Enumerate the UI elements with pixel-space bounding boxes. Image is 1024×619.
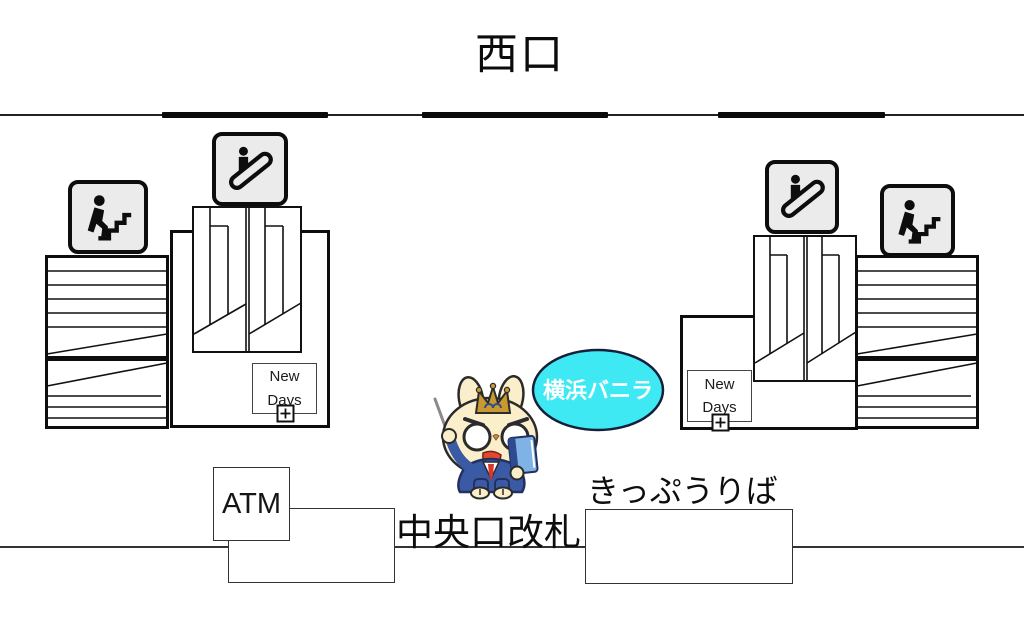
mascot-badge: 横浜バニラ [531, 348, 665, 432]
stairs-structure-left [45, 255, 169, 429]
shop-name-line: New [269, 368, 300, 386]
rabbit-nose [492, 434, 500, 441]
mascot-rabbit [433, 375, 539, 500]
platform-edge-segment [162, 112, 328, 118]
shop-name-line: Days [267, 391, 302, 409]
escalator-icon [212, 132, 288, 206]
stairs-structure-right [855, 255, 979, 429]
rabbit-arm [446, 436, 474, 472]
escalator-shaft-right [753, 235, 857, 382]
plus-box-icon [711, 413, 730, 432]
atm-label: ATM [221, 487, 282, 520]
escalator-shaft-left [192, 206, 302, 353]
badge-text: 横浜バニラ [543, 378, 653, 403]
rabbit-legs [470, 478, 513, 500]
escalator-icon [765, 160, 839, 234]
platform-edge-segment [718, 112, 885, 118]
shop-name-line: New [704, 375, 735, 393]
west-exit-title: 西口 [475, 31, 565, 79]
stairs-icon [880, 184, 955, 257]
rabbit-paw [509, 465, 525, 481]
gate-boundary-line [0, 546, 1024, 548]
rabbit-book [507, 434, 539, 475]
stairs-glyph [897, 199, 940, 244]
rabbit-tie [488, 464, 494, 481]
shop-newdays-right: New Days [687, 370, 752, 422]
shop-name-line: Days [702, 399, 737, 416]
ticket-office-label: きっぷうりば [587, 473, 778, 509]
platform-edge-segment [422, 112, 608, 118]
rabbit-crown [474, 382, 512, 414]
rabbit-eye [462, 422, 492, 452]
rabbit-paw [441, 428, 457, 444]
plus-box-icon [276, 404, 295, 423]
stairs-glyph [87, 195, 132, 241]
badge-ellipse [531, 348, 665, 432]
atm-box: ATM [213, 467, 290, 541]
stairs-icon [68, 180, 148, 254]
ticket-office-block [585, 509, 793, 584]
escalator-glyph [229, 146, 273, 190]
escalator-glyph [781, 174, 825, 218]
central-gate-label: 中央口改札 [396, 512, 581, 553]
